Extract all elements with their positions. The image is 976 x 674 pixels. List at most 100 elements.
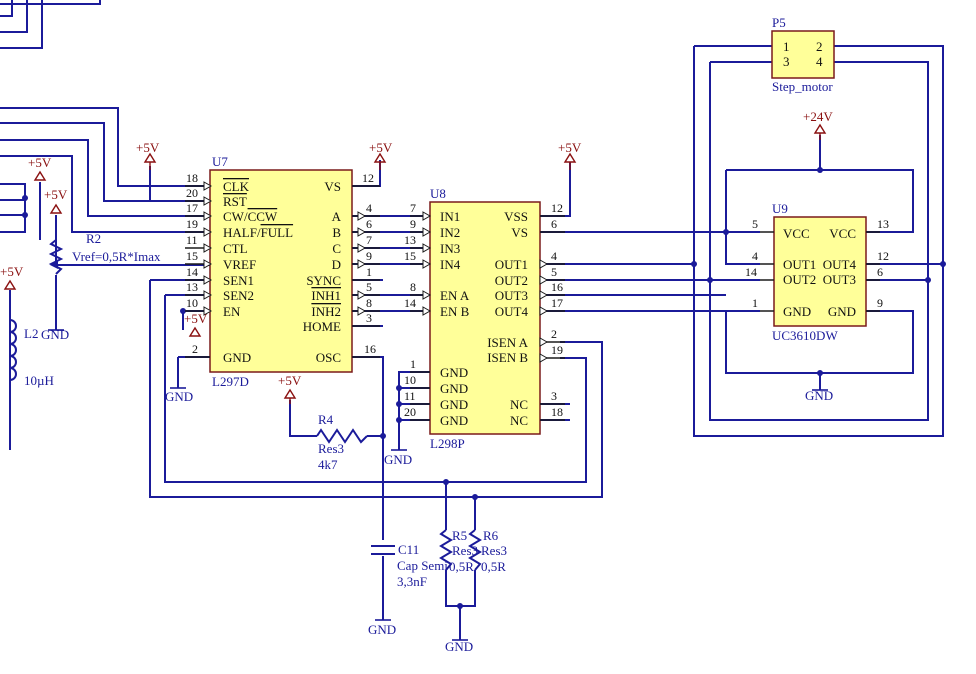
svg-text:2: 2: [816, 39, 823, 54]
svg-text:+5V: +5V: [0, 264, 24, 279]
u9-name: UC3610DW: [772, 328, 838, 343]
svg-text:18: 18: [551, 405, 563, 419]
svg-text:Res3: Res3: [318, 441, 344, 456]
svg-text:OUT4: OUT4: [495, 304, 529, 319]
u7-left-pin-numbers: 18 20 17 19 11 15 14 13 10 2: [186, 171, 198, 356]
svg-text:6: 6: [551, 217, 557, 231]
u8-right-pin-numbers: 12 6 4 5 16 17 2 19 3 18: [551, 201, 563, 419]
svg-text:1: 1: [366, 265, 372, 279]
c11-capacitor[interactable]: C11 Cap Semi 3,3nF: [371, 542, 448, 589]
svg-text:+5V: +5V: [28, 155, 52, 170]
r2-potentiometer[interactable]: R2 Vref=0,5R*Imax: [48, 231, 161, 275]
svg-text:16: 16: [364, 342, 376, 356]
svg-text:OUT1: OUT1: [495, 257, 528, 272]
r5-resistor[interactable]: R5 Res3 0,5R: [439, 528, 478, 574]
svg-text:8: 8: [410, 280, 416, 294]
svg-text:14: 14: [186, 265, 198, 279]
svg-text:13: 13: [404, 233, 416, 247]
u9-ref: U9: [772, 201, 788, 216]
svg-text:GND: GND: [384, 452, 412, 467]
svg-text:12: 12: [551, 201, 563, 215]
u8-l298p[interactable]: U8 L298P 7 9 13 15 8 14 1 10 11 20 IN1 I…: [404, 186, 565, 451]
power-5v-icon: +5V: [28, 155, 52, 181]
svg-text:2: 2: [192, 342, 198, 356]
svg-text:+5V: +5V: [44, 187, 68, 202]
svg-text:11: 11: [186, 233, 198, 247]
u9-left-pin-labels: VCC OUT1 OUT2 GND: [783, 226, 816, 319]
power-24v-icon: +24V: [803, 109, 833, 140]
power-5v-icon: +5V: [44, 187, 68, 214]
l2-inductor[interactable]: L2 10µH: [9, 319, 54, 388]
p5-step-motor-connector[interactable]: P5 Step_motor 1 2 3 4: [771, 15, 835, 94]
svg-text:OUT4: OUT4: [823, 257, 857, 272]
svg-text:EN B: EN B: [440, 304, 470, 319]
junction-dots: [22, 167, 946, 609]
power-5v-icon: +5V: [558, 140, 582, 170]
svg-text:CLK: CLK: [223, 179, 250, 194]
svg-text:6: 6: [366, 217, 372, 231]
svg-text:3: 3: [551, 389, 557, 403]
u7-l297d[interactable]: U7 L297D 18 20 17 19 11 15 14 13 10 2: [185, 154, 380, 389]
svg-text:Vref=0,5R*Imax: Vref=0,5R*Imax: [72, 249, 161, 264]
svg-text:A: A: [332, 209, 342, 224]
svg-text:20: 20: [404, 405, 416, 419]
u8-ref: U8: [430, 186, 446, 201]
svg-text:NC: NC: [510, 397, 528, 412]
svg-text:R2: R2: [86, 231, 101, 246]
u9-left-pin-numbers: 5 4 14 1: [745, 217, 758, 310]
ground-icon: GND: [368, 619, 396, 637]
ground-icon: GND: [384, 449, 412, 467]
u9-uc3610dw[interactable]: U9 UC3610DW 5 4 14 1 VCC OUT1 OUT2 GND 1…: [745, 201, 889, 343]
svg-text:7: 7: [410, 201, 416, 215]
svg-text:+5V: +5V: [136, 140, 160, 155]
svg-text:16: 16: [551, 280, 563, 294]
svg-text:R4: R4: [318, 412, 334, 427]
svg-text:GND: GND: [805, 388, 833, 403]
svg-text:HOME: HOME: [303, 319, 341, 334]
svg-text:OUT3: OUT3: [823, 272, 856, 287]
svg-text:3: 3: [366, 311, 372, 325]
svg-text:GND: GND: [783, 304, 811, 319]
svg-text:SEN2: SEN2: [223, 288, 254, 303]
svg-text:GND: GND: [368, 622, 396, 637]
svg-text:VREF: VREF: [223, 257, 256, 272]
svg-text:+5V: +5V: [278, 373, 302, 388]
ground-icon: GND: [41, 327, 69, 342]
svg-text:RST: RST: [223, 194, 247, 209]
svg-text:CTL: CTL: [223, 241, 248, 256]
svg-text:13: 13: [186, 280, 198, 294]
svg-text:8: 8: [366, 296, 372, 310]
svg-text:14: 14: [745, 265, 757, 279]
svg-text:+5V: +5V: [369, 140, 393, 155]
svg-text:10µH: 10µH: [24, 373, 54, 388]
r4-resistor[interactable]: R4 Res3 4k7: [316, 412, 368, 472]
svg-text:14: 14: [404, 296, 416, 310]
svg-text:GND: GND: [223, 350, 251, 365]
svg-text:R6: R6: [483, 528, 499, 543]
svg-text:Res3: Res3: [481, 543, 507, 558]
power-5v-icon: +5V: [278, 373, 302, 404]
power-5v-icon: +5V: [0, 264, 24, 290]
svg-text:IN4: IN4: [440, 257, 461, 272]
svg-text:SEN1: SEN1: [223, 273, 254, 288]
svg-text:GND: GND: [41, 327, 69, 342]
u9-right-pin-numbers: 13 12 6 9: [877, 217, 889, 310]
svg-text:15: 15: [404, 249, 416, 263]
svg-text:OUT2: OUT2: [495, 273, 528, 288]
r6-resistor[interactable]: R6 Res3 0,5R: [468, 528, 507, 574]
svg-text:7: 7: [366, 233, 372, 247]
svg-text:Cap Semi: Cap Semi: [397, 558, 448, 573]
svg-text:+24V: +24V: [803, 109, 833, 124]
svg-text:5: 5: [366, 280, 372, 294]
power-5v-icon: +5V: [184, 311, 208, 337]
p5-name: Step_motor: [772, 79, 833, 94]
svg-text:C11: C11: [398, 542, 419, 557]
ground-icon: GND: [165, 387, 193, 404]
p5-ref: P5: [772, 15, 786, 30]
svg-text:9: 9: [877, 296, 883, 310]
svg-text:15: 15: [186, 249, 198, 263]
svg-text:VCC: VCC: [783, 226, 810, 241]
svg-text:0,5R: 0,5R: [481, 559, 506, 574]
svg-text:19: 19: [551, 343, 563, 357]
